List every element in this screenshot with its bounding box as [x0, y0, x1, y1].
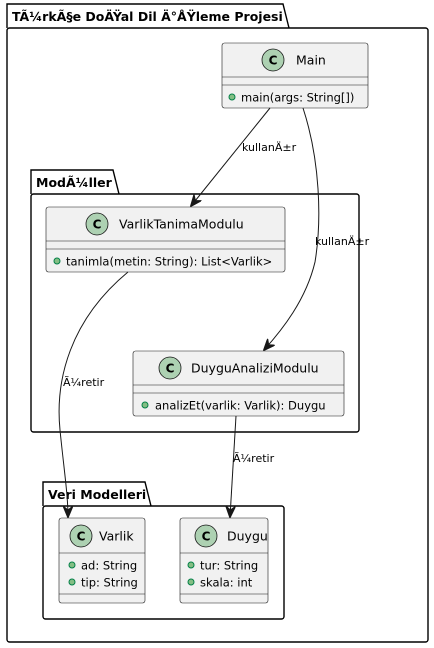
public-field-icon — [187, 578, 195, 586]
public-field-icon — [187, 561, 195, 569]
class-duygu-member-skala: skala: int — [200, 576, 253, 590]
package-moduller: ModÃ¼ller — [30, 169, 360, 433]
class-main-member: main(args: String[]) — [241, 91, 354, 105]
public-field-icon — [68, 578, 76, 586]
public-method-icon — [228, 93, 236, 101]
package-project: TÃ¼rkÃ§e DoÄŸal Dil Ä°ÅŸleme Projesi — [6, 3, 429, 643]
public-field-icon — [68, 561, 76, 569]
class-main: C Main main(args: String[]) — [221, 42, 369, 109]
class-duygu: C Duygu tur: String skala: int — [179, 517, 269, 604]
package-veri-modelleri-title: Veri Modelleri — [48, 487, 146, 502]
public-method-icon — [141, 401, 149, 409]
svg-text:C: C — [269, 54, 278, 68]
public-method-icon — [53, 257, 61, 265]
package-moduller-title: ModÃ¼ller — [36, 175, 113, 190]
class-duygu-analizi-member: analizEt(varlik: Varlik): Duygu — [155, 399, 326, 413]
class-duygu-analizi-modulu: C DuyguAnaliziModulu analizEt(varlik: Va… — [132, 350, 345, 417]
edge-label-kullanir-2: kullanÄ±r — [315, 235, 370, 248]
svg-text:C: C — [202, 530, 211, 544]
class-varlik-member-tip: tip: String — [81, 576, 138, 590]
class-varlik-member-ad: ad: String — [81, 559, 137, 573]
edge-varlik-tanima-to-varlik: Ã¼retir — [58, 271, 129, 517]
svg-text:C: C — [166, 362, 175, 376]
class-varlik: C Varlik ad: String tip: String — [58, 517, 146, 604]
edge-duygu-analizi-to-duygu: Ã¼retir — [230, 415, 275, 517]
svg-text:C: C — [93, 218, 102, 232]
class-c-icon — [194, 524, 218, 548]
class-duygu-member-tur: tur: String — [200, 559, 258, 573]
class-varlik-tanima-modulu: C VarlikTanimaModulu tanimla(metin: Stri… — [45, 206, 286, 273]
class-c-icon — [69, 524, 93, 548]
class-varlik-tanima-name: VarlikTanimaModulu — [119, 217, 244, 232]
package-project-title: TÃ¼rkÃ§e DoÄŸal Dil Ä°ÅŸleme Projesi — [12, 9, 283, 24]
edge-main-to-varlik-tanima: kullanÄ±r — [191, 107, 297, 206]
class-main-name: Main — [296, 53, 326, 68]
class-c-icon — [158, 356, 182, 380]
edge-label-kullanir-1: kullanÄ±r — [242, 141, 297, 154]
class-varlik-name: Varlik — [99, 529, 134, 544]
class-duygu-name: Duygu — [227, 529, 268, 544]
class-c-icon — [261, 48, 285, 72]
package-veri-modelleri: Veri Modelleri — [42, 481, 285, 620]
edge-label-uretir-2: Ã¼retir — [233, 452, 275, 465]
class-c-icon — [85, 212, 109, 236]
class-duygu-analizi-name: DuyguAnaliziModulu — [191, 361, 319, 376]
edge-label-uretir-1: Ã¼retir — [63, 376, 105, 389]
class-varlik-tanima-member: tanimla(metin: String): List<Varlik> — [66, 255, 272, 269]
svg-text:C: C — [77, 530, 86, 544]
edge-main-to-duygu-analizi: kullanÄ±r — [264, 107, 370, 350]
